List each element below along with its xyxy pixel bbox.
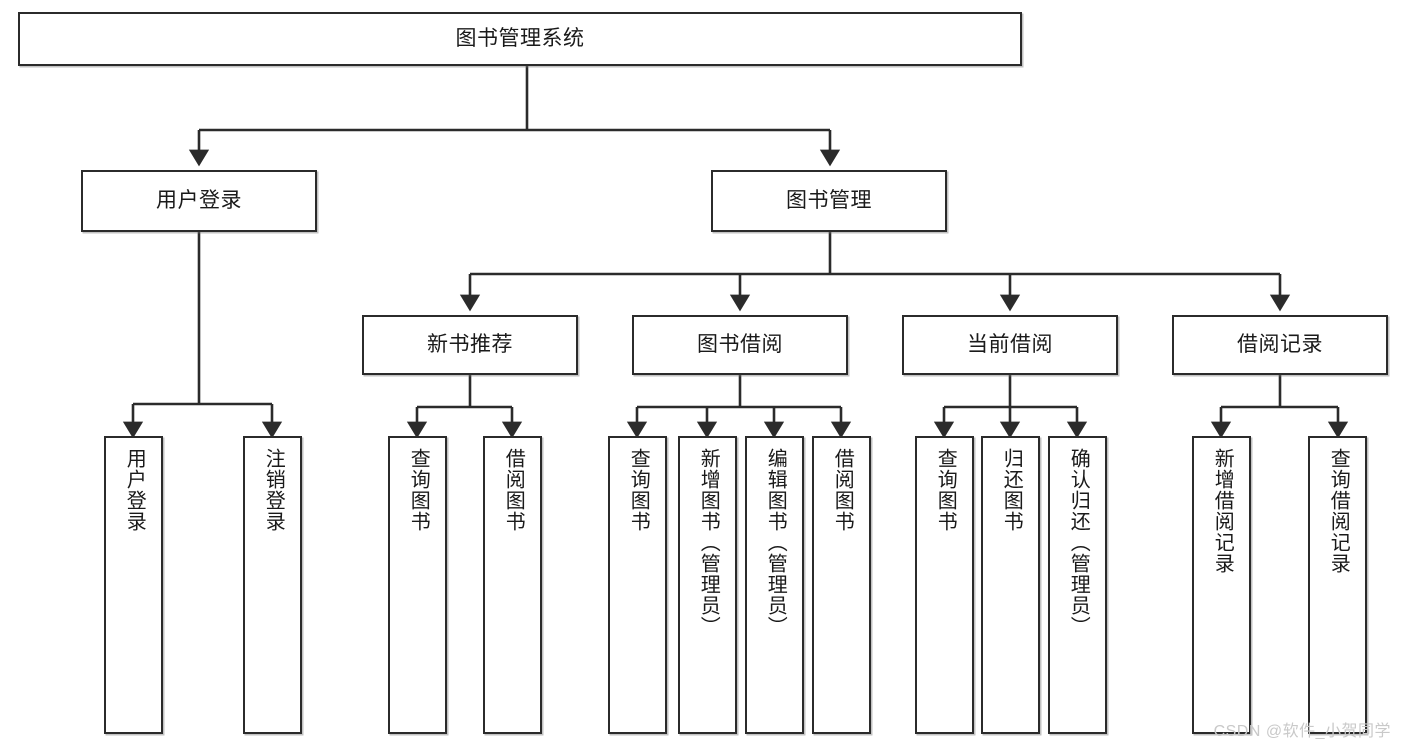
node-label: 新增借阅记录 <box>1211 448 1234 574</box>
leaf-book-borrow-borrow[interactable]: 借阅图书 <box>812 436 871 734</box>
leaf-current-borrow-confirm-return[interactable]: 确认归还（管理员） <box>1048 436 1107 734</box>
leaf-book-borrow-edit[interactable]: 编辑图书（管理员） <box>745 436 804 734</box>
node-user-login[interactable]: 用户登录 <box>81 170 317 232</box>
node-label: 用户登录 <box>123 448 146 532</box>
leaf-borrow-record-query[interactable]: 查询借阅记录 <box>1308 436 1367 734</box>
node-label: 注销登录 <box>262 448 285 532</box>
leaf-book-borrow-query[interactable]: 查询图书 <box>608 436 667 734</box>
node-label: 借阅记录 <box>1237 332 1323 356</box>
node-current-borrow[interactable]: 当前借阅 <box>902 315 1118 375</box>
node-book-borrow[interactable]: 图书借阅 <box>632 315 848 375</box>
node-book-management[interactable]: 图书管理 <box>711 170 947 232</box>
leaf-new-book-query[interactable]: 查询图书 <box>388 436 447 734</box>
node-label: 查询图书 <box>627 448 650 532</box>
node-label: 确认归还（管理员） <box>1067 448 1090 637</box>
leaf-new-book-borrow[interactable]: 借阅图书 <box>483 436 542 734</box>
node-label: 当前借阅 <box>967 332 1053 356</box>
leaf-book-borrow-add[interactable]: 新增图书（管理员） <box>678 436 737 734</box>
node-label: 借阅图书 <box>831 448 854 532</box>
watermark-text: CSDN @软件_小贺同学 <box>1213 723 1391 740</box>
node-label: 图书管理系统 <box>455 26 585 50</box>
node-label: 用户登录 <box>156 188 242 212</box>
leaf-current-borrow-return[interactable]: 归还图书 <box>981 436 1040 734</box>
node-root-book-management-system[interactable]: 图书管理系统 <box>18 12 1022 66</box>
node-label: 图书借阅 <box>697 332 783 356</box>
node-label: 查询图书 <box>407 448 430 532</box>
leaf-user-login-logout[interactable]: 注销登录 <box>243 436 302 734</box>
node-borrow-record[interactable]: 借阅记录 <box>1172 315 1388 375</box>
node-new-book-recommend[interactable]: 新书推荐 <box>362 315 578 375</box>
leaf-borrow-record-add[interactable]: 新增借阅记录 <box>1192 436 1251 734</box>
node-label: 查询借阅记录 <box>1327 448 1350 574</box>
node-label: 新书推荐 <box>427 332 513 356</box>
node-label: 归还图书 <box>1000 448 1023 532</box>
node-label: 查询图书 <box>934 448 957 532</box>
node-label: 图书管理 <box>786 188 872 212</box>
node-label: 借阅图书 <box>502 448 525 532</box>
node-label: 编辑图书（管理员） <box>764 448 787 637</box>
node-label: 新增图书（管理员） <box>697 448 720 637</box>
leaf-user-login-login[interactable]: 用户登录 <box>104 436 163 734</box>
leaf-current-borrow-query[interactable]: 查询图书 <box>915 436 974 734</box>
